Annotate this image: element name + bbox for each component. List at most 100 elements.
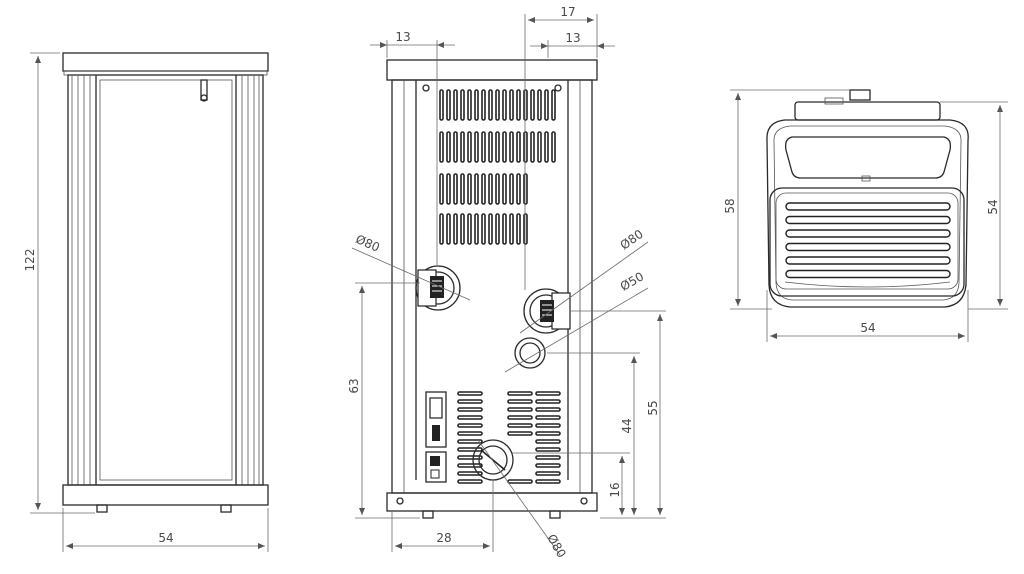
- window-latch: [861, 175, 871, 182]
- back-foot-left: [422, 510, 434, 519]
- grille-slat: [785, 215, 951, 225]
- vent-slot: [537, 131, 542, 163]
- vent-slot: [535, 439, 561, 444]
- height-55-dimension: 55: [570, 310, 666, 519]
- vent-slot: [507, 479, 533, 484]
- vent-slot: [488, 213, 493, 245]
- upper-vent-grille: [439, 89, 556, 245]
- front-base: [62, 484, 269, 506]
- vent-slot: [495, 131, 500, 163]
- vent-slot: [509, 213, 514, 245]
- vent-slot: [507, 431, 533, 436]
- top-window: [784, 136, 952, 179]
- diam-50-label: Ø50: [618, 269, 646, 293]
- vent-slot: [530, 131, 535, 163]
- vent-slot: [439, 131, 444, 163]
- vent-slot: [544, 131, 549, 163]
- depth-54-label: 54: [986, 199, 1000, 214]
- grille-slat: [785, 242, 951, 252]
- vent-slot: [509, 173, 514, 205]
- vent-slot: [544, 89, 549, 121]
- vent-slot: [474, 213, 479, 245]
- diam-80-right-label: Ø80: [618, 227, 646, 253]
- vent-slot: [457, 447, 483, 452]
- vent-slot: [495, 213, 500, 245]
- grille-slat: [785, 256, 951, 265]
- vent-slot: [460, 173, 465, 205]
- vent-slot: [457, 415, 483, 420]
- vent-slot: [457, 407, 483, 412]
- vent-slot: [467, 213, 472, 245]
- vent-slot: [537, 89, 542, 121]
- vent-slot: [502, 131, 507, 163]
- vent-slot: [446, 89, 451, 121]
- vent-slot: [507, 399, 533, 404]
- offset-17-label: 17: [560, 5, 575, 19]
- front-body: [67, 74, 264, 486]
- vent-slot: [523, 131, 528, 163]
- vent-slot: [507, 407, 533, 412]
- vent-slot: [516, 173, 521, 205]
- vent-slot: [523, 173, 528, 205]
- top-grille-slats: [785, 202, 951, 279]
- vent-slot: [481, 131, 486, 163]
- offset-13-left-label: 13: [395, 30, 410, 44]
- screw-top-right: [554, 84, 562, 92]
- vent-slot: [530, 89, 535, 121]
- back-view: 13 17 13 Ø80 Ø80 Ø50: [347, 5, 666, 560]
- vent-slot: [535, 471, 561, 476]
- vent-slot: [457, 423, 483, 428]
- top-view: 58 54 54: [723, 89, 1008, 342]
- vent-slot: [467, 173, 472, 205]
- bottom-flue-outlet: [472, 439, 514, 481]
- grille-slat: [785, 202, 951, 211]
- top-depth-54-dimension: 54: [940, 101, 1008, 310]
- vent-slot: [457, 455, 483, 460]
- vent-slot: [523, 213, 528, 245]
- vent-slot: [535, 463, 561, 468]
- vent-slot: [551, 131, 556, 163]
- vent-slot: [488, 89, 493, 121]
- vent-slot: [457, 439, 483, 444]
- vent-slot: [474, 173, 479, 205]
- control-panel: [425, 391, 447, 483]
- vent-slot: [551, 89, 556, 121]
- front-foot-right: [220, 504, 232, 513]
- vent-slot: [457, 463, 483, 468]
- vent-slot: [446, 213, 451, 245]
- vent-slot: [502, 89, 507, 121]
- vent-slot: [460, 131, 465, 163]
- vent-slot: [507, 415, 533, 420]
- front-width-dimension: 54: [62, 508, 269, 552]
- height-55-label: 55: [646, 400, 660, 415]
- top-inner-shell: [773, 125, 962, 301]
- top-grille-frame: [769, 187, 965, 297]
- diam-80-bottom-label: Ø80: [544, 532, 568, 560]
- offset-13-right-dimension: 13: [530, 31, 615, 58]
- vent-slot: [507, 423, 533, 428]
- vent-slot: [481, 213, 486, 245]
- height-16-label: 16: [608, 482, 622, 497]
- height-63-dimension: 63: [347, 282, 420, 519]
- grille-slat: [785, 229, 951, 238]
- vent-slot: [457, 471, 483, 476]
- right-flue-outlet: [523, 288, 571, 334]
- back-top-cap: [386, 59, 598, 81]
- top-tab: [824, 97, 844, 105]
- height-122-label: 122: [23, 249, 37, 272]
- vent-slot: [535, 407, 561, 412]
- height-44-label: 44: [620, 418, 634, 433]
- vent-slot: [495, 173, 500, 205]
- vent-slot: [535, 455, 561, 460]
- vent-slot: [474, 131, 479, 163]
- vent-slot: [439, 213, 444, 245]
- vent-slot: [502, 173, 507, 205]
- screw-bottom-right: [580, 497, 588, 505]
- front-right-column: [235, 75, 260, 485]
- vent-slot: [535, 431, 561, 436]
- vent-slot: [535, 447, 561, 452]
- vent-slot: [516, 213, 521, 245]
- vent-slot: [457, 431, 483, 436]
- vent-slot: [453, 131, 458, 163]
